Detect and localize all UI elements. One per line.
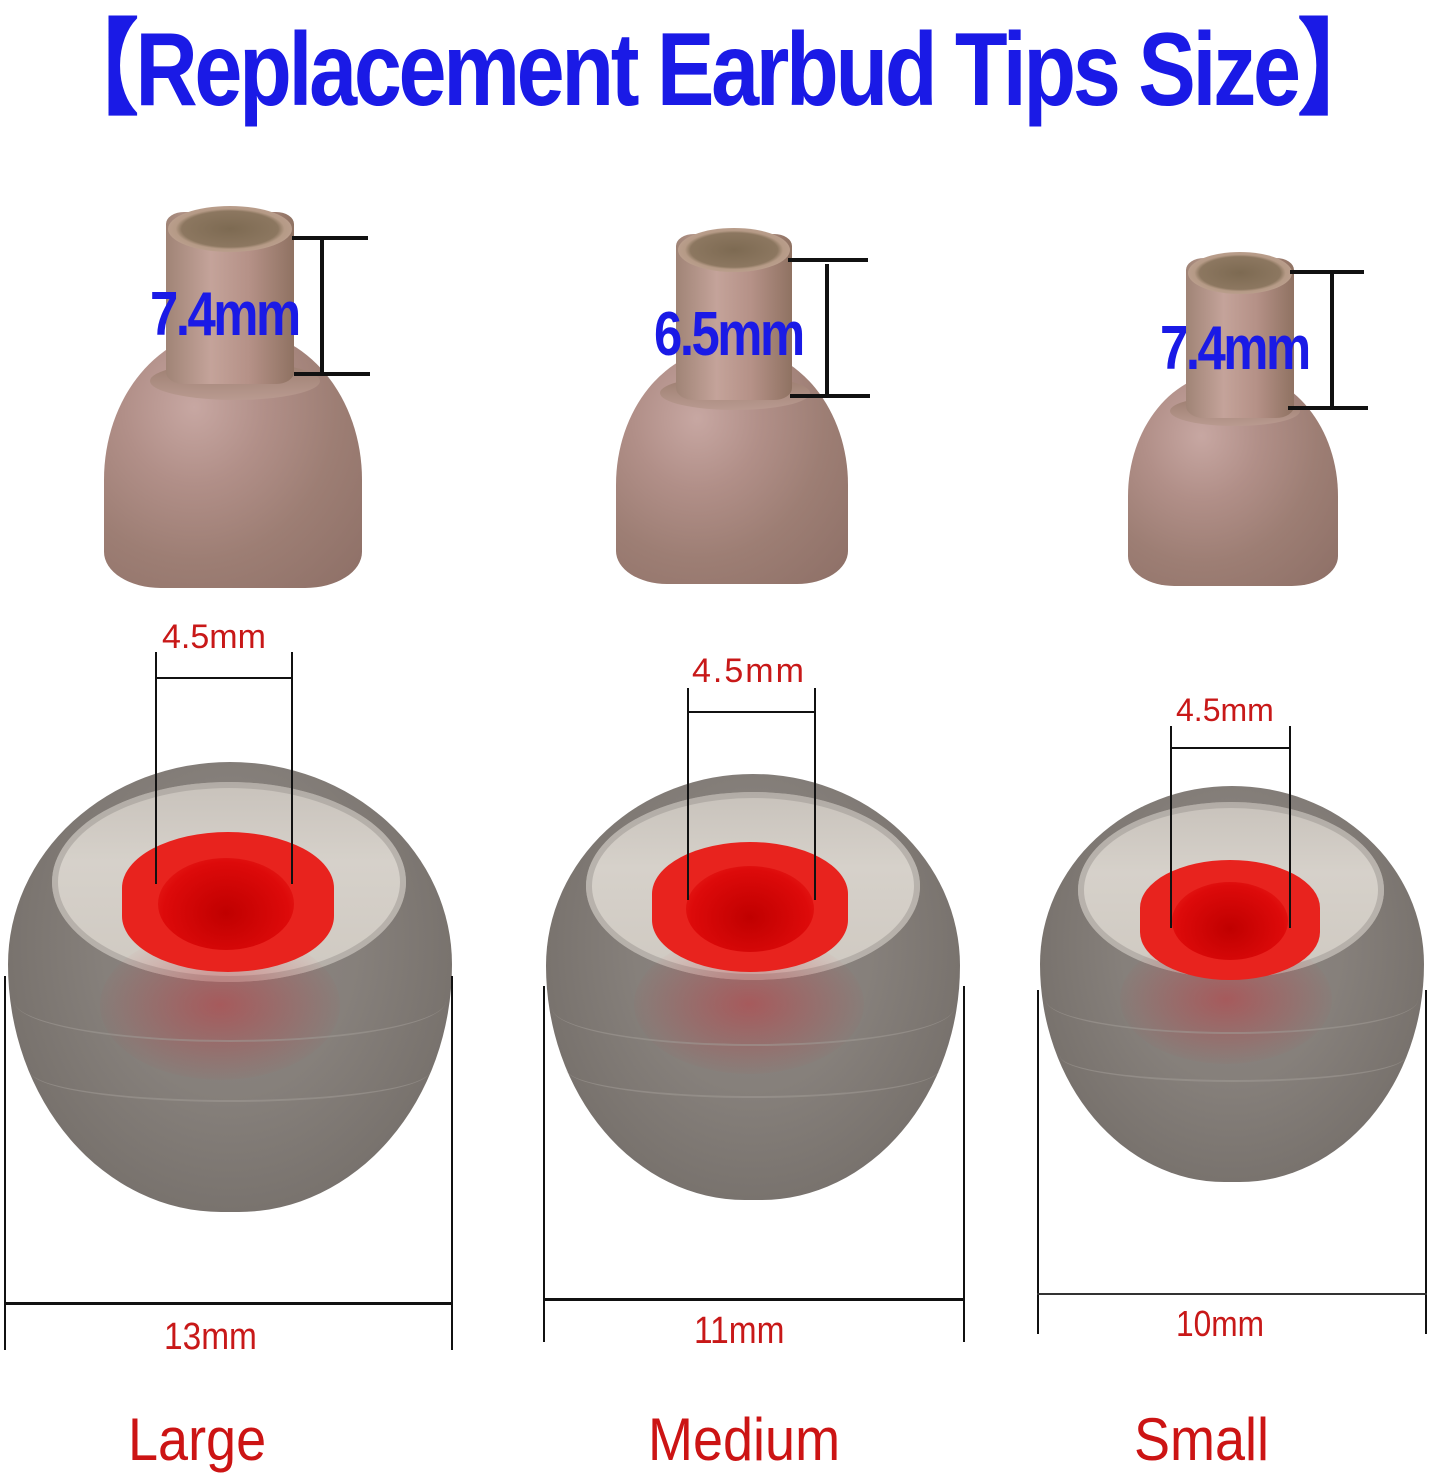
- core-bore: [686, 866, 814, 952]
- medium-stem-length-label: 6.5mm: [654, 300, 805, 369]
- width-dimension-bar: [543, 1298, 965, 1301]
- width-dimension-line: [963, 986, 965, 1342]
- medium-size-label: Medium: [648, 1406, 841, 1473]
- bore-dimension-line: [291, 652, 293, 884]
- tip-groove: [14, 960, 446, 1042]
- width-dimension-line: [1037, 990, 1039, 1334]
- core-bore: [1172, 882, 1288, 960]
- dimension-line: [320, 236, 324, 376]
- stem-opening: [168, 206, 292, 252]
- width-dimension-line: [4, 976, 6, 1350]
- small-diameter-label: 10mm: [1176, 1303, 1265, 1344]
- tip-groove: [1060, 1030, 1406, 1082]
- small-bore-label: 4.5mm: [1176, 692, 1274, 728]
- small-stem-length-label: 7.4mm: [1160, 314, 1311, 383]
- large-size-label: Large: [128, 1406, 267, 1473]
- dimension-cap: [294, 372, 370, 376]
- bore-dimension-line: [1170, 726, 1172, 928]
- dimension-cap: [1288, 406, 1368, 410]
- dimension-cap: [292, 236, 368, 240]
- width-dimension-bar: [1037, 1293, 1427, 1295]
- medium-bore-label: 4.5mm: [692, 652, 806, 690]
- bore-dimension-line: [687, 688, 689, 900]
- width-dimension-line: [451, 976, 453, 1350]
- width-dimension-line: [1425, 990, 1427, 1334]
- bore-dimension-line: [155, 652, 157, 884]
- dimension-cap: [790, 394, 870, 398]
- width-dimension-line: [543, 986, 545, 1342]
- stem-opening: [1188, 252, 1292, 294]
- bore-dimension-bar: [1170, 747, 1291, 749]
- width-dimension-bar: [4, 1302, 453, 1305]
- stem-opening: [678, 228, 790, 272]
- dimension-cap: [788, 258, 868, 262]
- tip-groove: [1046, 966, 1418, 1034]
- bore-dimension-bar: [155, 677, 293, 679]
- dimension-cap: [1290, 270, 1364, 274]
- bore-dimension-line: [1289, 726, 1291, 928]
- bore-dimension-bar: [687, 711, 816, 713]
- bore-dimension-line: [814, 688, 816, 900]
- core-bore: [158, 858, 294, 950]
- page-title: 【Replacement Earbud Tips Size】: [52, 12, 1384, 128]
- dimension-line: [1330, 272, 1334, 408]
- tip-groove: [566, 1040, 940, 1098]
- large-bore-label: 4.5mm: [162, 618, 266, 656]
- tip-groove: [30, 1040, 430, 1102]
- medium-diameter-label: 11mm: [694, 1310, 785, 1352]
- large-diameter-label: 13mm: [164, 1316, 257, 1358]
- dimension-line: [825, 264, 829, 396]
- small-size-label: Small: [1134, 1406, 1270, 1473]
- tip-groove: [552, 970, 954, 1046]
- large-stem-length-label: 7.4mm: [150, 280, 301, 349]
